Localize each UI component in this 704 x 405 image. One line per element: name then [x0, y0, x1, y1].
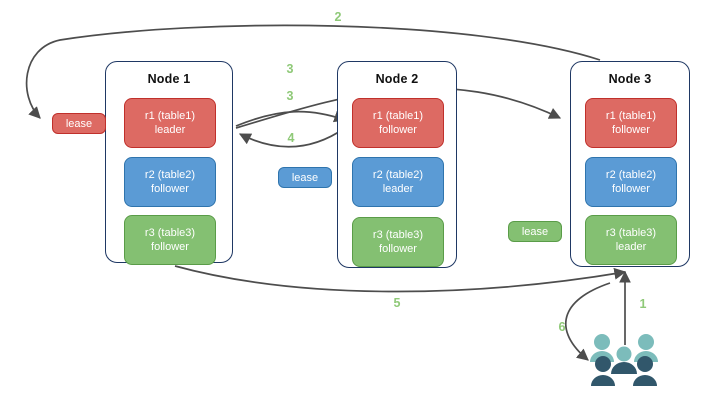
- lease-label: lease: [65, 117, 93, 130]
- replica-role: leader: [615, 241, 647, 253]
- step-label-2: 2: [334, 10, 342, 24]
- replica-name: r2 (table2): [605, 169, 657, 181]
- step-label-4: 4: [287, 131, 295, 145]
- replica-role: follower: [612, 124, 650, 136]
- replica-name: r3 (table3): [372, 229, 424, 241]
- replica-name: r2 (table2): [372, 169, 424, 181]
- replica-r1[interactable]: r1 (table1) leader: [124, 98, 216, 148]
- replica-r3[interactable]: r3 (table3) follower: [124, 215, 216, 265]
- replica-role: follower: [151, 183, 189, 195]
- edge-step-5: [174, 265, 627, 293]
- replica-role: leader: [382, 183, 414, 195]
- replica-name: r1 (table1): [144, 110, 196, 122]
- lease-box-red[interactable]: lease: [52, 113, 106, 134]
- node-title: Node 3: [608, 72, 652, 86]
- replica-name: r3 (table3): [144, 227, 196, 239]
- replica-r3[interactable]: r3 (table3) leader: [585, 215, 677, 265]
- step-label-5: 5: [393, 296, 401, 310]
- node-box-3[interactable]: Node 3 r1 (table1) follower r2 (table2) …: [570, 61, 690, 267]
- step-label-3-lower: 3: [286, 89, 294, 103]
- lease-label: lease: [291, 171, 319, 184]
- lease-label: lease: [521, 225, 549, 238]
- lease-box-green[interactable]: lease: [508, 221, 562, 242]
- node-title: Node 1: [147, 72, 191, 86]
- replica-r2[interactable]: r2 (table2) follower: [124, 157, 216, 207]
- step-label-6: 6: [558, 320, 566, 334]
- replica-role: leader: [154, 124, 186, 136]
- node-title: Node 2: [375, 72, 419, 86]
- replica-name: r1 (table1): [372, 110, 424, 122]
- replica-name: r3 (table3): [605, 227, 657, 239]
- replica-role: follower: [379, 243, 417, 255]
- replica-r3[interactable]: r3 (table3) follower: [352, 217, 444, 267]
- replica-r1[interactable]: r1 (table1) follower: [585, 98, 677, 148]
- replica-role: follower: [379, 124, 417, 136]
- node-box-2[interactable]: Node 2 r1 (table1) follower r2 (table2) …: [337, 61, 457, 268]
- replica-r2[interactable]: r2 (table2) follower: [585, 157, 677, 207]
- edge-step-2: [25, 24, 601, 119]
- users-group-icon: [590, 334, 658, 386]
- lease-box-blue[interactable]: lease: [278, 167, 332, 188]
- replica-r2[interactable]: r2 (table2) leader: [352, 157, 444, 207]
- edge-step-4: [238, 127, 346, 148]
- step-label-1: 1: [639, 297, 647, 311]
- replica-name: r2 (table2): [144, 169, 196, 181]
- edge-step-6: [564, 282, 611, 361]
- edge-step-3-lower: [235, 110, 347, 127]
- replica-name: r1 (table1): [605, 110, 657, 122]
- replica-role: follower: [151, 241, 189, 253]
- node-box-1[interactable]: Node 1 r1 (table1) leader r2 (table2) fo…: [105, 61, 233, 265]
- step-label-3-upper: 3: [286, 62, 294, 76]
- replica-role: follower: [612, 183, 650, 195]
- replica-r1[interactable]: r1 (table1) follower: [352, 98, 444, 148]
